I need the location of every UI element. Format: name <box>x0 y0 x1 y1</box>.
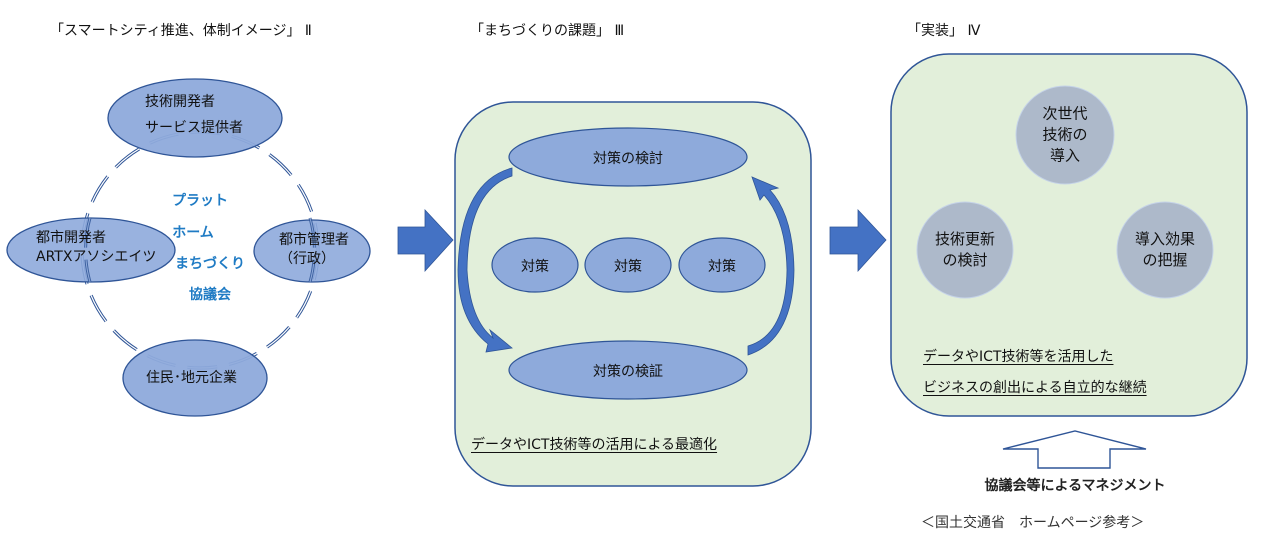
management-label: 協議会等によるマネジメント <box>984 478 1166 494</box>
verify-label: 対策の検証 <box>593 364 663 380</box>
right-ellipse-line2: （行政） <box>279 251 335 267</box>
curved-arrow-down-left <box>457 167 513 353</box>
measure-ellipse-1 <box>491 237 579 293</box>
left-ellipse <box>6 217 176 283</box>
measure-ellipse-3 <box>678 237 766 293</box>
bottom-ellipse <box>122 339 268 417</box>
platform-line-1: プラット <box>172 193 228 209</box>
top-ellipse-line2: サービス提供者 <box>145 120 243 136</box>
ring-overlay <box>84 217 316 283</box>
effect-line1: 導入効果 <box>1134 230 1196 248</box>
platform-line-3: まちづくり <box>175 256 245 272</box>
section4-title: 「実装」 Ⅳ <box>907 23 981 39</box>
effect-label: 導入効果 の把握 <box>1135 229 1195 271</box>
effect-circle <box>1116 201 1214 299</box>
tech-update-line2: の検討 <box>942 251 988 269</box>
measure-ellipse-2 <box>584 237 672 293</box>
right-ellipse-label: 都市管理者 （行政） <box>279 231 349 269</box>
top-ellipse <box>107 78 283 158</box>
tech-update-label: 技術更新 の検討 <box>935 229 995 271</box>
next-gen-circle <box>1015 85 1115 185</box>
tech-update-circle <box>916 201 1014 299</box>
platform-line-4: 協議会 <box>189 287 231 303</box>
next-gen-line3: 導入 <box>1049 146 1081 165</box>
verify-ellipse <box>508 340 748 400</box>
next-gen-line2: 技術の <box>1042 125 1088 144</box>
top-ellipse-line1: 技術開発者 <box>145 94 215 110</box>
management-up-arrow <box>1002 430 1147 469</box>
section4-footer-line1: データやICT技術等を活用した <box>923 349 1114 365</box>
measure-label-2: 対策 <box>614 259 642 275</box>
tech-update-line1: 技術更新 <box>934 230 996 248</box>
top-ellipse-label: 技術開発者 サービス提供者 <box>145 92 243 138</box>
curved-arrow-up-right <box>747 176 795 356</box>
source-note: ＜国土交通省 ホームページ参考＞ <box>921 515 1145 531</box>
platform-line-2: ホーム <box>172 225 214 241</box>
arrow-to-section4 <box>829 208 887 273</box>
section4-footer-line2: ビジネスの創出による自立的な継続 <box>923 380 1147 396</box>
arrow-to-section3 <box>397 208 454 273</box>
left-ellipse-label: 都市開発者 ARTXアソシエイツ <box>36 229 156 267</box>
review-ellipse <box>508 127 748 187</box>
left-ellipse-line1: 都市開発者 <box>36 230 106 246</box>
section3-footer: データやICT技術等の活用による最適化 <box>471 437 718 453</box>
measure-label-1: 対策 <box>521 259 549 275</box>
left-ellipse-line2: ARTXアソシエイツ <box>36 249 157 265</box>
section4-panel <box>890 53 1248 417</box>
measure-label-3: 対策 <box>708 259 736 275</box>
bottom-ellipse-label: 住民･地元企業 <box>146 370 237 386</box>
review-label: 対策の検討 <box>593 151 663 167</box>
effect-line2: の把握 <box>1142 251 1188 269</box>
right-ellipse-line1: 都市管理者 <box>279 232 349 248</box>
section3-title: 「まちづくりの課題」 Ⅲ <box>470 23 625 39</box>
next-gen-line1: 次世代 <box>1042 104 1088 123</box>
section2-title: 「スマートシティ推進、体制イメージ」 Ⅱ <box>50 23 312 39</box>
next-gen-label: 次世代 技術の 導入 <box>1042 104 1087 167</box>
